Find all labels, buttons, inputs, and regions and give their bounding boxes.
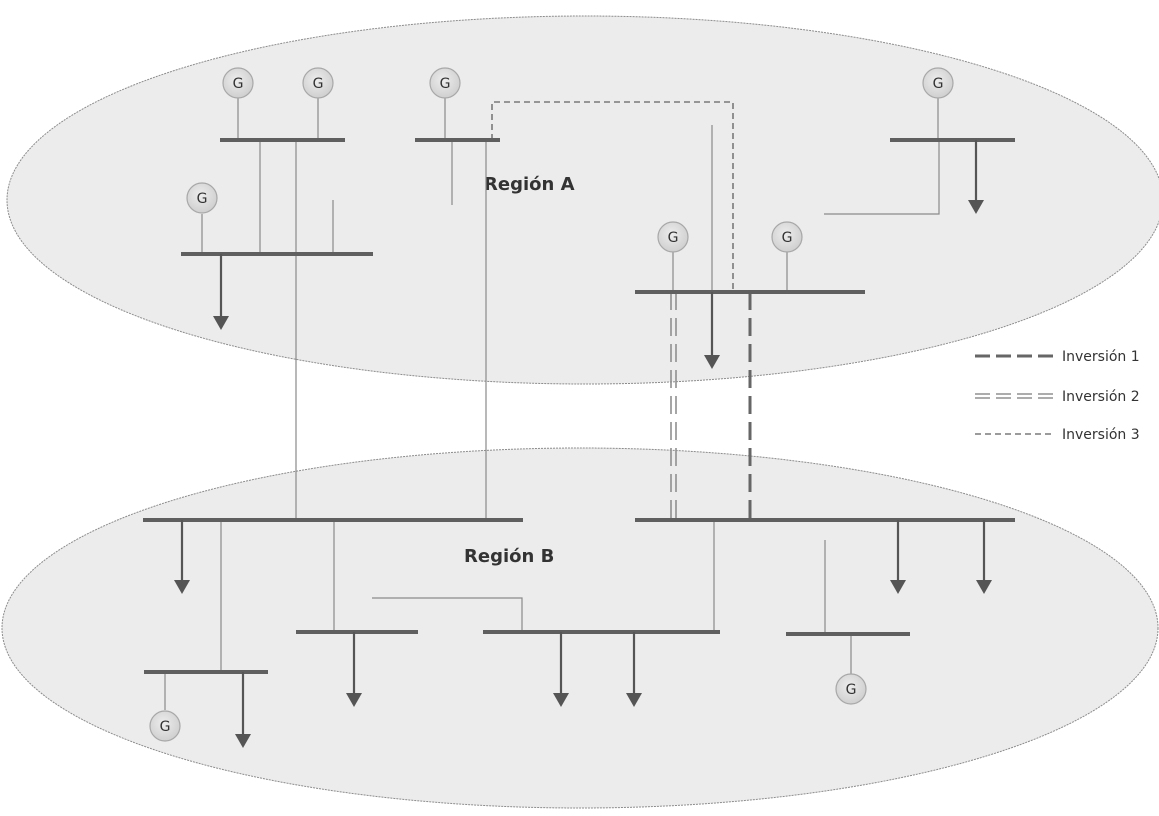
generator-stubs [164, 98, 939, 710]
svg-text:G: G [160, 719, 171, 735]
svg-text:G: G [197, 191, 208, 207]
generators: G G G G G G G G G [149, 67, 954, 742]
generator-icon: G [429, 67, 461, 99]
load-arrow-icon [235, 672, 251, 748]
svg-text:G: G [668, 230, 679, 246]
legend-item-inversion-2: Inversión 2 [975, 389, 1140, 405]
load-arrow-icon [704, 292, 720, 369]
transmission-lines [220, 125, 940, 672]
region-b-label: Región B [464, 546, 554, 567]
region-b-ellipse [1, 447, 1159, 809]
loads [174, 140, 992, 748]
legend-item-inversion-3: Inversión 3 [975, 427, 1140, 443]
investment-2-line [670, 292, 677, 520]
generator-icon: G [186, 182, 218, 214]
investment-3-line [491, 101, 734, 292]
generator-icon: G [922, 67, 954, 99]
load-arrow-icon [890, 520, 906, 594]
load-arrow-icon [626, 632, 642, 707]
load-arrow-icon [553, 632, 569, 707]
region-a-ellipse [6, 15, 1159, 385]
region-a-label: Región A [484, 174, 575, 195]
svg-text:G: G [846, 682, 857, 698]
legend-label: Inversión 2 [1062, 389, 1140, 405]
generator-icon: G [149, 710, 181, 742]
legend-item-inversion-1: Inversión 1 [975, 349, 1140, 365]
generator-icon: G [657, 221, 689, 253]
generator-icon: G [222, 67, 254, 99]
load-arrow-icon [174, 520, 190, 594]
svg-text:G: G [782, 230, 793, 246]
generator-icon: G [302, 67, 334, 99]
load-arrow-icon [976, 520, 992, 594]
legend-label: Inversión 1 [1062, 349, 1140, 365]
legend: Inversión 1 Inversión 2 Inversión 3 [975, 349, 1140, 443]
load-arrow-icon [213, 254, 229, 330]
svg-text:G: G [233, 76, 244, 92]
svg-text:G: G [933, 76, 944, 92]
generator-icon: G [771, 221, 803, 253]
load-arrow-icon [968, 140, 984, 214]
svg-text:G: G [440, 76, 451, 92]
generator-icon: G [835, 673, 867, 705]
svg-text:G: G [313, 76, 324, 92]
buses [143, 138, 1015, 674]
load-arrow-icon [346, 632, 362, 707]
legend-label: Inversión 3 [1062, 427, 1140, 443]
